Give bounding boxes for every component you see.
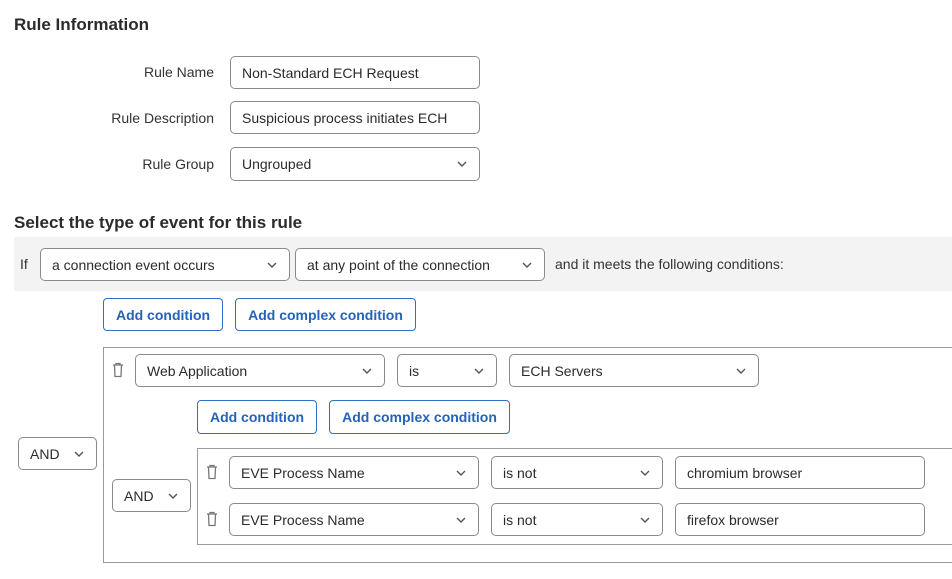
rule-group-value: Ungrouped (242, 156, 312, 172)
nested-row-2-value-input[interactable]: firefox browser (675, 503, 925, 536)
nested-row-2-field-value: EVE Process Name (241, 511, 365, 528)
trash-icon[interactable] (205, 464, 219, 480)
chevron-down-icon (73, 448, 85, 460)
condition-operator-value: is (409, 362, 420, 379)
event-type-heading: Select the type of event for this rule (14, 213, 303, 232)
rule-information-heading: Rule Information (14, 15, 150, 34)
rule-description-value: Suspicious process initiates ECH (242, 109, 448, 126)
nested-and-operator-select[interactable]: AND (112, 479, 191, 512)
chevron-down-icon (639, 467, 651, 479)
rule-group-select[interactable]: Ungrouped (230, 147, 480, 181)
event-type-select[interactable]: a connection event occurs (40, 248, 290, 281)
nested-row-1-value-input[interactable]: chromium browser (675, 456, 925, 489)
condition-value-value: ECH Servers (521, 362, 603, 379)
condition-field-value: Web Application (147, 362, 248, 379)
nested-operator-value: AND (124, 487, 154, 504)
nested-row-1-field-select[interactable]: EVE Process Name (229, 456, 479, 489)
nested-add-complex-condition-button[interactable]: Add complex condition (329, 400, 510, 434)
nested-row-2-operator-select[interactable]: is not (491, 503, 663, 536)
chevron-down-icon (455, 514, 467, 526)
outer-operator-value: AND (30, 445, 60, 462)
chevron-down-icon (735, 365, 747, 377)
chevron-down-icon (473, 365, 485, 377)
rule-description-input[interactable]: Suspicious process initiates ECH (230, 101, 480, 134)
chevron-down-icon (167, 490, 179, 502)
nested-row-1-value-text: chromium browser (687, 464, 803, 481)
chevron-down-icon (361, 365, 373, 377)
event-type-value: a connection event occurs (52, 256, 215, 273)
nested-row-2-value-text: firefox browser (687, 511, 779, 528)
nested-row-2-field-select[interactable]: EVE Process Name (229, 503, 479, 536)
conditions-suffix-text: and it meets the following conditions: (555, 256, 784, 272)
event-timing-value: at any point of the connection (307, 256, 490, 273)
chevron-down-icon (455, 467, 467, 479)
chevron-down-icon (521, 259, 533, 271)
nested-add-condition-button[interactable]: Add condition (197, 400, 317, 434)
add-condition-button[interactable]: Add condition (103, 298, 223, 331)
add-complex-condition-button[interactable]: Add complex condition (235, 298, 416, 331)
chevron-down-icon (266, 259, 278, 271)
if-label: If (20, 256, 28, 272)
rule-description-label: Rule Description (111, 110, 214, 126)
trash-icon[interactable] (205, 511, 219, 527)
rule-name-input[interactable]: Non-Standard ECH Request (230, 56, 480, 89)
condition-operator-select[interactable]: is (397, 354, 497, 387)
nested-row-1-operator-select[interactable]: is not (491, 456, 663, 489)
rule-name-value: Non-Standard ECH Request (242, 64, 419, 81)
nested-row-2-operator-value: is not (503, 511, 537, 528)
condition-value-select[interactable]: ECH Servers (509, 354, 759, 387)
event-timing-select[interactable]: at any point of the connection (295, 248, 545, 281)
rule-name-label: Rule Name (143, 64, 214, 80)
nested-row-1-field-value: EVE Process Name (241, 464, 365, 481)
condition-field-select[interactable]: Web Application (135, 354, 385, 387)
chevron-down-icon (639, 514, 651, 526)
chevron-down-icon (456, 158, 468, 170)
outer-and-operator-select[interactable]: AND (18, 437, 97, 470)
trash-icon[interactable] (111, 362, 125, 378)
nested-row-1-operator-value: is not (503, 464, 537, 481)
rule-group-label: Rule Group (142, 156, 214, 172)
